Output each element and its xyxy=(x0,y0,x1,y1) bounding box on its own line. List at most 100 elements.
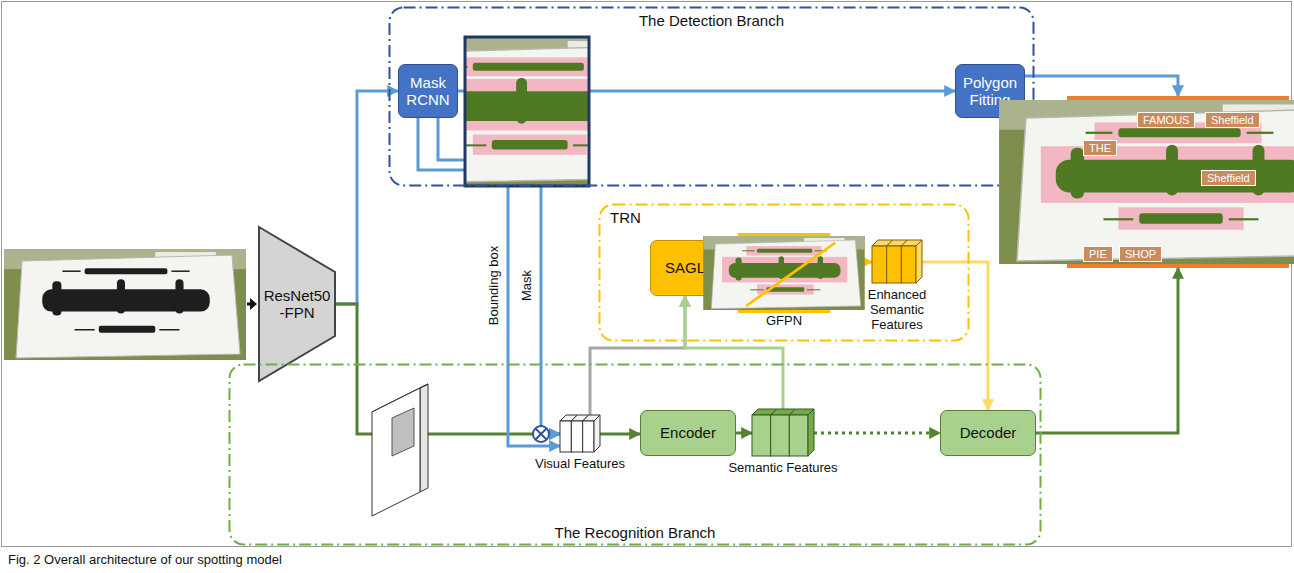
edge-label: Mask xyxy=(520,267,535,302)
drawing-part xyxy=(872,246,887,283)
drawing-part xyxy=(16,255,240,358)
drawing-part xyxy=(729,263,841,278)
drawing-part xyxy=(757,249,812,253)
drawing-part xyxy=(175,279,183,313)
box-label: SAGL xyxy=(665,259,705,276)
trn-region: TRN SAGL GFPN Enhanced Semantic Features xyxy=(598,203,970,342)
drawing-part xyxy=(159,329,179,331)
connector-arrow xyxy=(736,432,752,435)
drawing-part xyxy=(459,144,486,146)
decoder-box: Decoder xyxy=(940,410,1036,456)
drawing-part xyxy=(1017,109,1294,261)
drawing-part xyxy=(420,384,428,492)
word-tag: THE xyxy=(1083,140,1117,156)
region-title: TRN xyxy=(610,209,641,226)
drawing-part xyxy=(594,415,600,452)
word-tag: Sheffield xyxy=(1205,112,1260,128)
enhanced-feature-stack: Enhanced Semantic Features xyxy=(872,240,922,284)
region-title: The Recognition Branch xyxy=(228,524,1042,541)
drawing-part xyxy=(75,329,95,331)
drawing-part xyxy=(85,268,168,274)
drawing-part xyxy=(62,271,189,330)
word-tag: Sheffield xyxy=(1201,170,1256,186)
drawing-part xyxy=(1041,122,1294,229)
drawing-part xyxy=(583,421,594,452)
word-tag: FAMOUS xyxy=(1137,112,1195,128)
box-label: ResNet50 -FPN xyxy=(262,287,332,322)
drawing-part xyxy=(752,415,771,456)
drawing-part xyxy=(372,384,428,412)
connector-arrow xyxy=(1036,268,1178,433)
box-label: Encoder xyxy=(660,424,716,441)
drawing-part xyxy=(589,66,613,68)
box-label: Decoder xyxy=(960,424,1017,441)
multiply-symbol xyxy=(533,426,549,442)
region-title: The Detection Branch xyxy=(388,12,1035,29)
backbone-trapezoid: ResNet50 -FPN xyxy=(258,226,336,382)
feature-label: Semantic Features xyxy=(728,461,837,476)
drawing-part xyxy=(789,415,808,456)
drawing-part xyxy=(117,279,125,313)
drawing-part xyxy=(4,249,246,269)
drawing-part xyxy=(259,227,335,381)
drawing-part xyxy=(818,256,823,279)
drawing-part xyxy=(1118,128,1240,137)
drawing-part xyxy=(536,429,547,440)
connector-arrow xyxy=(458,90,955,93)
feature-label: Enhanced Semantic Features xyxy=(862,288,932,333)
connector-arrow xyxy=(590,296,685,415)
figure-caption: Fig. 2 Overall architecture of our spott… xyxy=(8,552,282,567)
drawing-part xyxy=(573,144,600,146)
drawing-part xyxy=(1056,128,1294,223)
sign-photo xyxy=(741,236,827,310)
mask-rcnn-box: Mask RCNN xyxy=(398,64,458,118)
drawing-part xyxy=(52,281,61,315)
drawing-part xyxy=(722,246,847,294)
output-image: THEFAMOUSSheffieldSheffieldPIESHOP xyxy=(1067,96,1289,268)
drawing-part xyxy=(742,250,754,251)
drawing-part xyxy=(516,78,527,124)
drawing-part xyxy=(1139,213,1222,223)
semantic-feature-stack: Semantic Features xyxy=(752,409,814,457)
drawing-part xyxy=(571,421,582,452)
drawing-part xyxy=(492,140,568,149)
edge-label: Bounding box xyxy=(486,243,501,327)
connector-arrow xyxy=(1025,76,1178,96)
drawing-part xyxy=(999,100,1294,264)
drawing-part xyxy=(746,246,821,255)
connector-arrow xyxy=(600,433,640,436)
drawing-part xyxy=(750,289,763,290)
drawing-part xyxy=(381,45,682,183)
drawing-part xyxy=(901,246,916,283)
drawing-part xyxy=(390,8,1034,186)
mask-result-border xyxy=(465,37,589,186)
drawing-part xyxy=(443,67,614,146)
drawing-part xyxy=(473,135,587,155)
drawing-part xyxy=(536,429,547,440)
drawing-part xyxy=(364,37,689,64)
drawing-part xyxy=(736,258,742,281)
drawing-part xyxy=(1166,145,1178,196)
drawing-part xyxy=(230,365,1041,545)
drawing-part xyxy=(62,270,80,272)
drawing-part xyxy=(1118,207,1243,229)
drawing-part xyxy=(473,63,584,71)
input-arrow xyxy=(247,303,251,306)
word-tag: PIE xyxy=(1083,246,1113,262)
encoder-box: Encoder xyxy=(640,410,736,456)
drawing-part xyxy=(746,243,835,306)
drawing-part xyxy=(711,240,860,309)
image-caption: GFPN xyxy=(766,314,802,329)
drawing-part xyxy=(392,408,414,456)
drawing-part xyxy=(600,205,969,341)
drawing-part xyxy=(1086,132,1113,134)
connector-arrow xyxy=(418,118,560,446)
drawing-part xyxy=(451,57,603,76)
input-arrowhead xyxy=(250,298,257,310)
connector-arrow xyxy=(336,304,560,434)
drawing-part xyxy=(560,421,571,452)
drawing-part xyxy=(4,249,246,360)
region-outline xyxy=(228,363,1042,546)
